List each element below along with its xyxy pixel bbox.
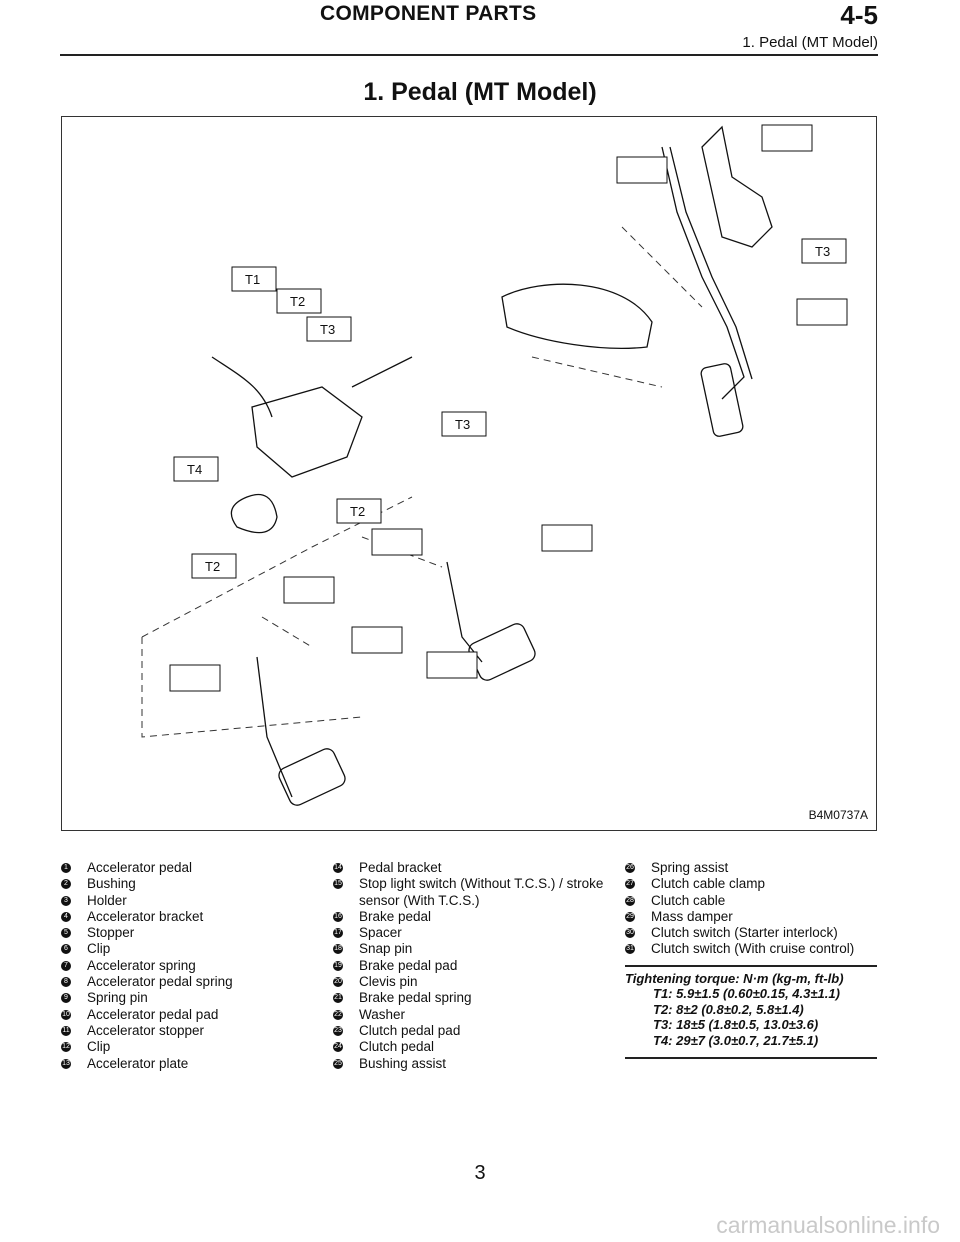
figure-id: B4M0737A: [808, 808, 868, 822]
clutch-cable-shape: [211, 356, 273, 418]
accelerator-pedal-arm: [661, 146, 745, 400]
exploded-diagram: T1 T2 T3 T3 T3 T4 T2 T2 B4M0737A: [61, 116, 877, 831]
torque-label-t1: T1: [245, 272, 260, 287]
torque-label-t2: T2: [350, 504, 365, 519]
torque-labels: [173, 238, 847, 579]
clutch-pedal-arm: [256, 656, 293, 798]
torque-label-t3: T3: [455, 417, 470, 432]
mass-damper-shape: [230, 493, 278, 534]
page-number: 3: [474, 1162, 486, 1184]
header-title: COMPONENT PARTS: [320, 2, 537, 25]
accelerator-plate-shape: [501, 283, 653, 349]
watermark-url[interactable]: carmanualsonline.info: [716, 1212, 940, 1238]
header-section-number: 4-5: [840, 0, 878, 30]
torque-line: T2: 8±2 (0.8±0.2, 5.8±1.4): [653, 1001, 804, 1017]
torque-line: T1: 5.9±1.5 (0.60±0.15, 4.3±1.1): [653, 986, 840, 1002]
stop-light-switch-shape: [351, 356, 413, 388]
header-subtitle: 1. Pedal (MT Model): [742, 34, 878, 51]
diagram-canvas: T1 T2 T3 T3 T3 T4 T2 T2: [141, 124, 848, 806]
torque-line: T3: 18±5 (1.8±0.5, 13.0±3.6): [653, 1017, 819, 1033]
torque-label-t3: T3: [320, 322, 335, 337]
accelerator-bracket-shape: [701, 125, 773, 248]
header-rule: [60, 54, 878, 56]
page-title: 1. Pedal (MT Model): [363, 78, 597, 106]
torque-label-t2: T2: [205, 559, 220, 574]
torque-label-t3: T3: [815, 244, 830, 259]
torque-spec-box: Tightening torque: N·m (kg-m, ft-lb) T1:…: [625, 964, 877, 1060]
torque-heading: Tightening torque: N·m (kg-m, ft-lb): [625, 970, 844, 986]
grease-symbols: [169, 124, 848, 692]
brake-pedal-arm: [446, 561, 483, 663]
pedal-bracket-shape: [251, 386, 363, 478]
torque-label-t4: T4: [187, 462, 202, 477]
torque-label-t2: T2: [290, 294, 305, 309]
accelerator-pedal-pad-shape: [700, 363, 744, 437]
torque-line: T4: 29±7 (3.0±0.7, 21.7±5.1): [653, 1032, 819, 1048]
clutch-pedal-pad-shape: [278, 748, 346, 806]
